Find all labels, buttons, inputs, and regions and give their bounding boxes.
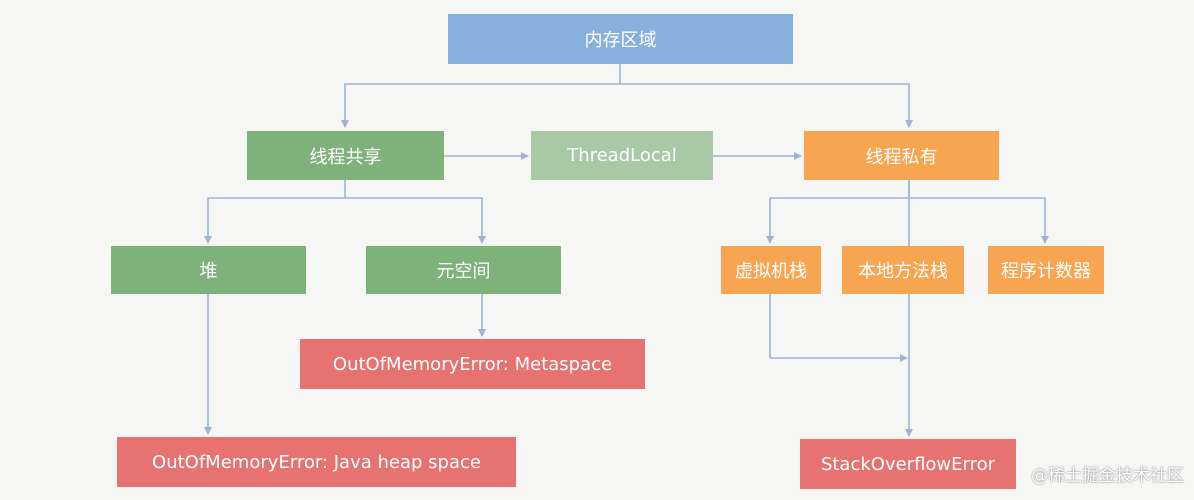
native-method-stack-node: 本地方法栈: [842, 246, 964, 294]
connector-shared-to-heap: [204, 180, 346, 244]
program-counter-node: 程序计数器: [988, 246, 1104, 294]
connector-root-to-private: [620, 83, 913, 128]
connector-root-to-shared: [341, 64, 621, 128]
connector-private-to-pc: [909, 197, 1049, 244]
connector-shared-to-metaspace: [345, 197, 486, 244]
threadlocal-node: ThreadLocal: [531, 131, 713, 180]
watermark: @稀土掘金技术社区: [1031, 466, 1184, 486]
metaspace-node: 元空间: [366, 246, 561, 294]
thread-private-node: 线程私有: [804, 131, 999, 180]
heap-node: 堆: [111, 246, 306, 294]
thread-shared-node: 线程共享: [247, 131, 444, 180]
vm-stack-node: 虚拟机栈: [721, 246, 821, 294]
oom-metaspace-node: OutOfMemoryError: Metaspace: [300, 339, 645, 389]
oom-heap-node: OutOfMemoryError: Java heap space: [117, 437, 516, 487]
memory-area-node: 内存区域: [448, 14, 793, 64]
connector-vmstack-to-stackoverflow: [769, 294, 908, 362]
stack-overflow-node: StackOverflowError: [800, 439, 1016, 489]
connector-private-to-vmstack: [766, 180, 910, 244]
